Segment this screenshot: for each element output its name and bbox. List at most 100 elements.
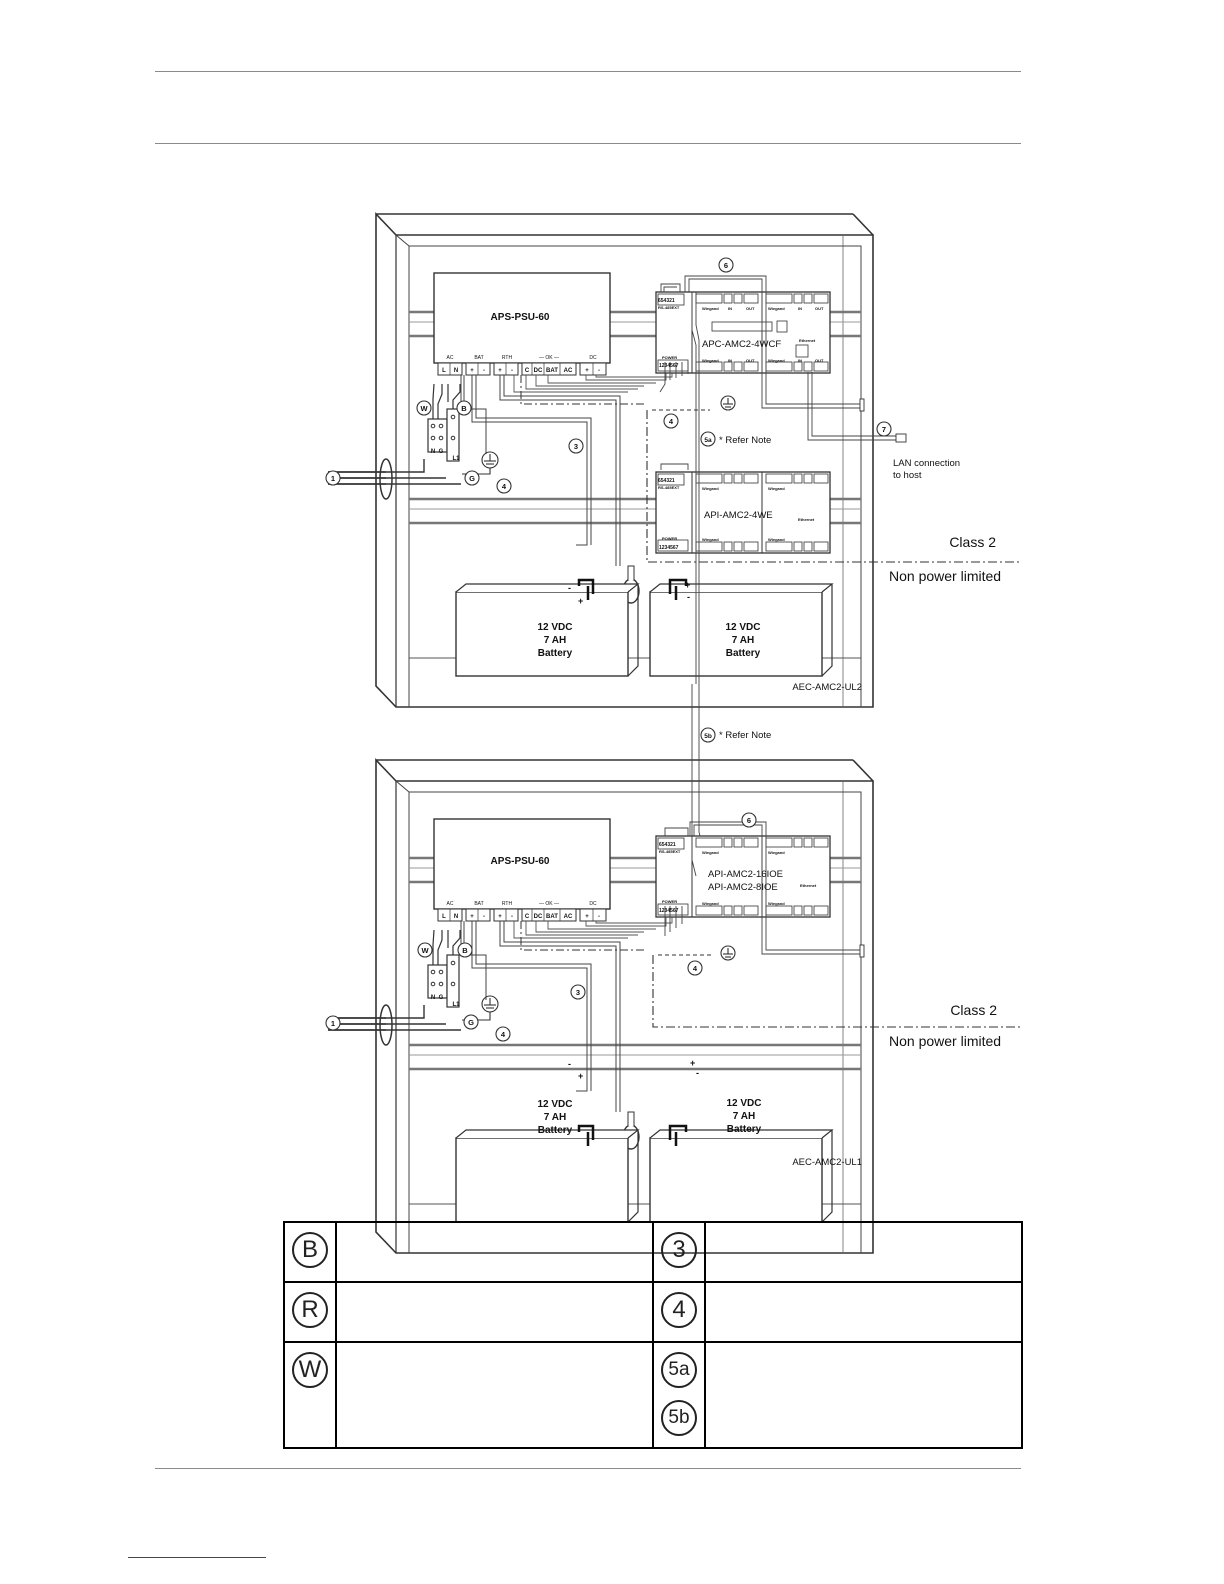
terminal-block-n-upper: N: [431, 449, 435, 455]
psu-terminal-dc-lower: DC: [534, 914, 543, 920]
callout-5a: 5a: [704, 437, 712, 444]
non-power-limited-lower: Non power limited: [889, 1033, 1001, 1049]
battery-right-lower-capacity: 7 AH: [733, 1111, 755, 1122]
wiegand-label-4: Wiegand: [768, 358, 785, 363]
circled-r-icon: R: [292, 1292, 328, 1328]
psu-group-rth-lower: RTH: [502, 901, 513, 907]
class2-label-upper: Class 2: [949, 534, 996, 550]
out-label-2: OUT: [815, 306, 824, 311]
battery-right-lower-label: Battery: [727, 1124, 762, 1135]
wiegand-label-5: Wiegand: [702, 486, 719, 491]
callout-g-upper: G: [469, 474, 475, 483]
psu-terminal-bat-minus-upper: -: [483, 368, 485, 374]
legend-symbol-cell: R: [283, 1281, 337, 1343]
psu-terminal-dc-plus-upper: +: [585, 368, 589, 374]
legend-symbol-cell: W: [283, 1341, 337, 1449]
ethernet-label-upper: Ethernet: [799, 338, 816, 343]
psu-terminal-rth-plus-upper: +: [498, 368, 502, 374]
circled-4-icon: 4: [661, 1292, 697, 1328]
terminal-block-g-upper: G: [439, 449, 444, 455]
psu-terminal-rth-minus-lower: -: [511, 914, 513, 920]
legend-symbol-cell: 3: [652, 1221, 706, 1283]
header-rule-bottom: [155, 143, 1021, 144]
callout-g-lower: G: [468, 1018, 474, 1027]
terminal-block-n-lower: N: [431, 995, 435, 1001]
rs485-pins-ext: 654321: [658, 478, 675, 484]
out-label-4: OUT: [815, 358, 824, 363]
circled-3-icon: 3: [661, 1232, 697, 1268]
enclosure-upper: [326, 212, 875, 709]
battery-plus-lower-right: +: [690, 1058, 695, 1068]
psu-terminal-dc-plus-lower: +: [585, 914, 589, 920]
callout-5b: 5b: [704, 733, 712, 740]
psu-group-bat-lower: BAT: [474, 901, 483, 907]
callout-4-upper-left: 4: [502, 482, 507, 491]
battery-plus-lower-left: +: [578, 1071, 583, 1081]
psu-terminal-rth-plus-lower: +: [498, 914, 502, 920]
in-label-2: IN: [798, 306, 802, 311]
battery-left-lower-voltage: 12 VDC: [537, 1099, 572, 1110]
battery-right-upper-voltage: 12 VDC: [725, 622, 760, 633]
legend-description-cell: [704, 1221, 1023, 1283]
power-label-ext: POWER: [662, 536, 677, 541]
callout-3-lower: 3: [576, 988, 580, 997]
psu-terminal-bat-minus-lower: -: [483, 914, 485, 920]
battery-right-upper-capacity: 7 AH: [732, 635, 754, 646]
power-label-upper: POWER: [662, 355, 677, 360]
psu-terminal-c-lower: C: [525, 914, 530, 920]
rs485-label-lower: RS-485EXT: [659, 849, 681, 854]
circled-5b-icon: 5b: [661, 1400, 697, 1436]
psu-label-lower: APS-PSU-60: [491, 856, 550, 867]
rs485-pins-upper: 654321: [658, 298, 675, 304]
callout-4-lower-left: 4: [501, 1030, 506, 1039]
wiegand-label-3: Wiegand: [702, 358, 719, 363]
legend-row: B 3: [283, 1221, 1023, 1283]
legend-table: B 3 R 4 W 5a 5b: [283, 1221, 1023, 1449]
battery-minus-upper-right: -: [687, 592, 690, 602]
footer-rule: [155, 1468, 1021, 1469]
psu-group-ok-upper: — OK —: [539, 355, 559, 361]
circled-5a-icon: 5a: [661, 1352, 697, 1388]
psu-group-rth-upper: RTH: [502, 355, 513, 361]
callout-4-lower-right: 4: [693, 964, 698, 973]
psu-terminal-bat-plus-upper: +: [470, 368, 474, 374]
terminal-block-l1-lower: L1: [452, 1002, 460, 1008]
callout-w-lower: W: [421, 946, 429, 955]
battery-minus-lower-left: -: [568, 1059, 571, 1069]
terminal-block-l1-upper: L1: [452, 456, 460, 462]
battery-right-lower-voltage: 12 VDC: [726, 1098, 761, 1109]
psu-terminal-n-upper: N: [454, 368, 458, 374]
psu-terminal-ac-upper: AC: [564, 368, 573, 374]
battery-plus-upper-right: +: [685, 580, 690, 590]
in-label-4: IN: [798, 358, 802, 363]
lan-connection-label-2: to host: [893, 470, 922, 481]
lan-connection-label: LAN connection: [893, 458, 960, 469]
psu-terminal-rth-minus-upper: -: [511, 368, 513, 374]
psu-terminal-dc-minus-upper: -: [598, 368, 600, 374]
psu-terminal-bat-lower: BAT: [546, 914, 558, 920]
power-pins-upper: 1234567: [659, 363, 679, 369]
ethernet-label-ext: Ethernet: [798, 517, 815, 522]
battery-left-upper-label: Battery: [538, 648, 573, 659]
psu-terminal-bat-plus-lower: +: [470, 914, 474, 920]
header-rule-top: [155, 71, 1021, 72]
psu-terminal-ac-lower: AC: [564, 914, 573, 920]
battery-minus-lower-right: -: [696, 1068, 699, 1078]
psu-group-ac-upper: AC: [447, 355, 454, 361]
refer-note-5a: * Refer Note: [719, 435, 771, 446]
callout-6-upper: 6: [724, 261, 728, 270]
callout-1-lower: 1: [331, 1019, 335, 1028]
wiegand-label-7: Wiegand: [702, 537, 719, 542]
wiegand-label-2: Wiegand: [768, 306, 785, 311]
wiegand-label-1: Wiegand: [702, 306, 719, 311]
rs485-label-upper: RS-485EXT: [658, 305, 680, 310]
legend-row: R 4: [283, 1281, 1023, 1343]
callout-b-lower: B: [462, 946, 468, 955]
extension-label-upper: API-AMC2-4WE: [704, 510, 773, 521]
legend-description-cell: [335, 1281, 654, 1343]
legend-description-cell: [704, 1281, 1023, 1343]
callout-1-upper: 1: [331, 474, 335, 483]
wiegand-label-10: Wiegand: [768, 850, 785, 855]
in-label-3: IN: [728, 358, 732, 363]
